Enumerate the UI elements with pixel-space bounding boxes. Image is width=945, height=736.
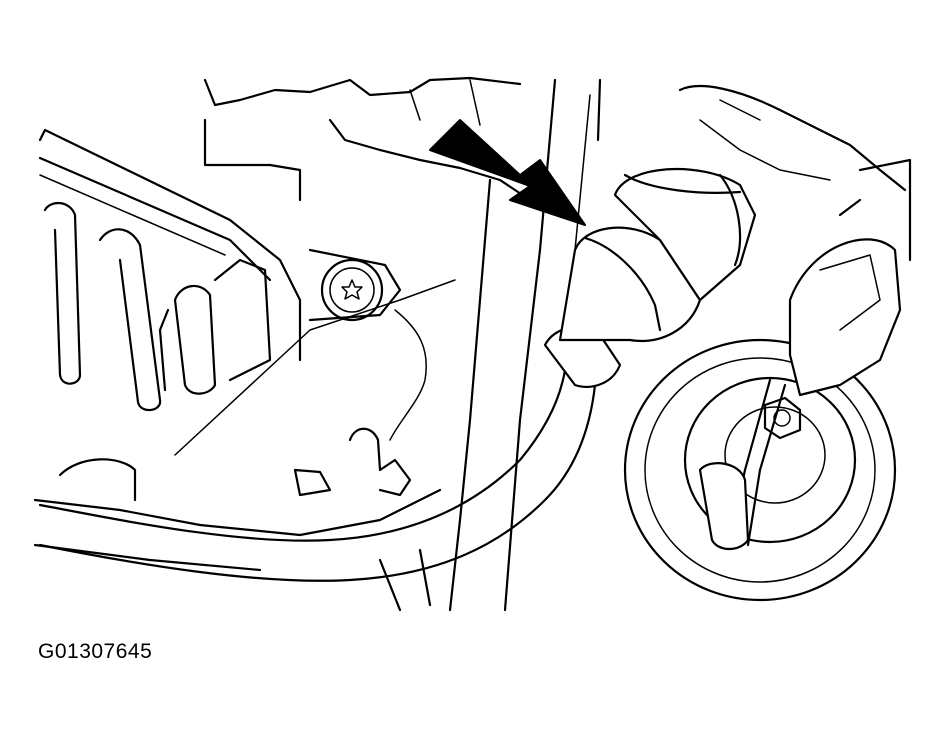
hex-nut-icon <box>763 396 802 440</box>
tool-shaft <box>38 368 597 582</box>
figure-id-label: G01307645 <box>38 640 153 663</box>
pulley-assembly <box>623 338 897 602</box>
socket-adapter-tool <box>543 167 757 388</box>
technical-line-drawing <box>33 76 912 612</box>
ignition-coil-pack <box>38 128 302 412</box>
pillar-lines <box>448 78 602 612</box>
holding-bracket <box>788 238 902 397</box>
torx-bolt-icon <box>308 248 402 322</box>
wiring-harness <box>174 279 456 497</box>
arrow-icon <box>429 119 586 226</box>
frame-rail <box>33 458 442 612</box>
engine-block-outline <box>203 76 912 262</box>
breaker-bar <box>698 378 787 551</box>
